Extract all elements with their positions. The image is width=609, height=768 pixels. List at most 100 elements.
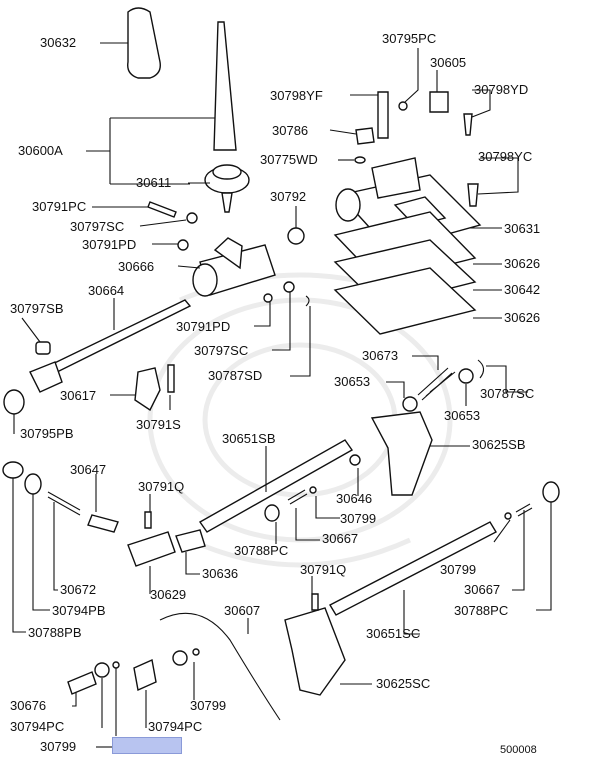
label-30664[interactable]: 30664 [88,283,125,298]
ball-30799-a [309,486,317,494]
label-30798YF[interactable]: 30798YF [270,88,323,103]
spring-30667-b [515,503,533,517]
bolt-30798YF [377,91,389,139]
bushing-30797SC-b [283,281,295,293]
label-30787SD[interactable]: 30787SD [208,368,263,383]
label-30653-a[interactable]: 30653 [334,374,371,389]
label-30651SC[interactable]: 30651SC [366,626,421,641]
label-30626-b[interactable]: 30626 [504,310,541,325]
label-30794PB[interactable]: 30794PB [52,603,106,618]
label-30672[interactable]: 30672 [60,582,97,597]
leader-lines [12,42,552,748]
pin-30791S [167,364,175,393]
gasket-30626-b [333,267,477,335]
washer-30653-a [402,396,418,412]
label-30798YD[interactable]: 30798YD [474,82,529,97]
label-30605[interactable]: 30605 [430,55,467,70]
washer-30794PC-b [172,650,188,666]
label-30667-a[interactable]: 30667 [322,531,359,546]
cable-30607 [159,612,281,721]
label-30629[interactable]: 30629 [150,587,187,602]
washer-30794PC-a [94,662,110,678]
bolt-30791PC [147,201,198,224]
plug-30788PC-b [542,481,560,503]
spring-30667-a [287,489,308,505]
label-30642[interactable]: 30642 [504,282,541,297]
switch-30676-b [133,658,157,692]
label-30647[interactable]: 30647 [70,462,107,477]
plug-30788PC-a [264,504,280,522]
ball-30799-d [192,648,200,656]
bolt-30791PD [177,239,189,251]
label-30607[interactable]: 30607 [224,603,261,618]
shift-lever-30611 [204,21,250,213]
label-30625SC[interactable]: 30625SC [376,676,431,691]
label-30653-b[interactable]: 30653 [444,408,481,423]
label-30791PD-a[interactable]: 30791PD [82,237,137,252]
label-30799-d[interactable]: 30799 [40,739,77,754]
label-30792[interactable]: 30792 [270,189,307,204]
shift-fork-30625SB [370,411,433,496]
label-30788PC-a[interactable]: 30788PC [234,543,289,558]
label-30788PB[interactable]: 30788PB [28,625,82,640]
washer-30653-b [458,368,474,384]
label-30797SC-a[interactable]: 30797SC [70,219,125,234]
spring-30672 [47,491,81,516]
label-30631[interactable]: 30631 [504,221,541,236]
label-30798YC[interactable]: 30798YC [478,149,533,164]
label-30651SB[interactable]: 30651SB [222,431,276,446]
shift-rod-30651SB [198,439,354,533]
label-30611[interactable]: 30611 [136,175,172,190]
shift-lever-housing-30666 [192,237,276,297]
label-30788PC-b[interactable]: 30788PC [454,603,509,618]
label-30794PC-a[interactable]: 30794PC [10,719,65,734]
plug-30788PB [2,461,24,479]
label-30799-a[interactable]: 30799 [340,511,377,526]
label-30666[interactable]: 30666 [118,259,155,274]
label-30799-c[interactable]: 30799 [190,698,227,713]
label-30786[interactable]: 30786 [272,123,309,138]
label-30646[interactable]: 30646 [336,491,373,506]
label-30676[interactable]: 30676 [10,698,47,713]
label-30791S[interactable]: 30791S [136,417,181,432]
bushing-30792 [287,227,305,245]
ball-30799-c [112,661,120,669]
label-30626-a[interactable]: 30626 [504,256,541,271]
label-30791Q-a[interactable]: 30791Q [138,479,185,494]
label-30799-b[interactable]: 30799 [440,562,477,577]
figure-code: 500008 [500,744,537,756]
shift-lever-30617 [134,367,161,412]
bolt-30786 [355,127,375,145]
label-30791PC[interactable]: 30791PC [32,199,87,214]
ball-30646 [349,454,361,466]
shift-rod-30664 [29,299,192,393]
highlighted-part-box[interactable] [112,737,182,754]
washer-30795PC [398,101,408,111]
label-30617[interactable]: 30617 [60,388,97,403]
label-30600A[interactable]: 30600A [18,143,63,158]
sleeve-30636 [175,529,206,553]
label-30797SB[interactable]: 30797SB [10,301,64,316]
bolt-30791PD-b [263,293,273,303]
label-30632[interactable]: 30632 [40,35,77,50]
shift-lug-30629 [127,531,176,567]
label-30787SC[interactable]: 30787SC [480,386,535,401]
spring-30673 [417,367,456,401]
label-30791PD-b[interactable]: 30791PD [176,319,231,334]
boot-30795PB [3,389,25,415]
label-30673[interactable]: 30673 [362,348,399,363]
label-30775WD[interactable]: 30775WD [260,152,318,167]
clip-30787SD [305,295,310,307]
label-30625SB[interactable]: 30625SB [472,437,526,452]
label-30636[interactable]: 30636 [202,566,239,581]
bracket-30600A [86,117,215,185]
label-30667-b[interactable]: 30667 [464,582,501,597]
ball-30799-b [504,512,512,520]
plunger-30647 [87,514,119,533]
plug-30605 [429,91,449,113]
label-30797SC-b[interactable]: 30797SC [194,343,249,358]
label-30794PC-b[interactable]: 30794PC [148,719,203,734]
label-30791Q-b[interactable]: 30791Q [300,562,347,577]
label-30795PB[interactable]: 30795PB [20,426,74,441]
label-30795PC[interactable]: 30795PC [382,31,437,46]
